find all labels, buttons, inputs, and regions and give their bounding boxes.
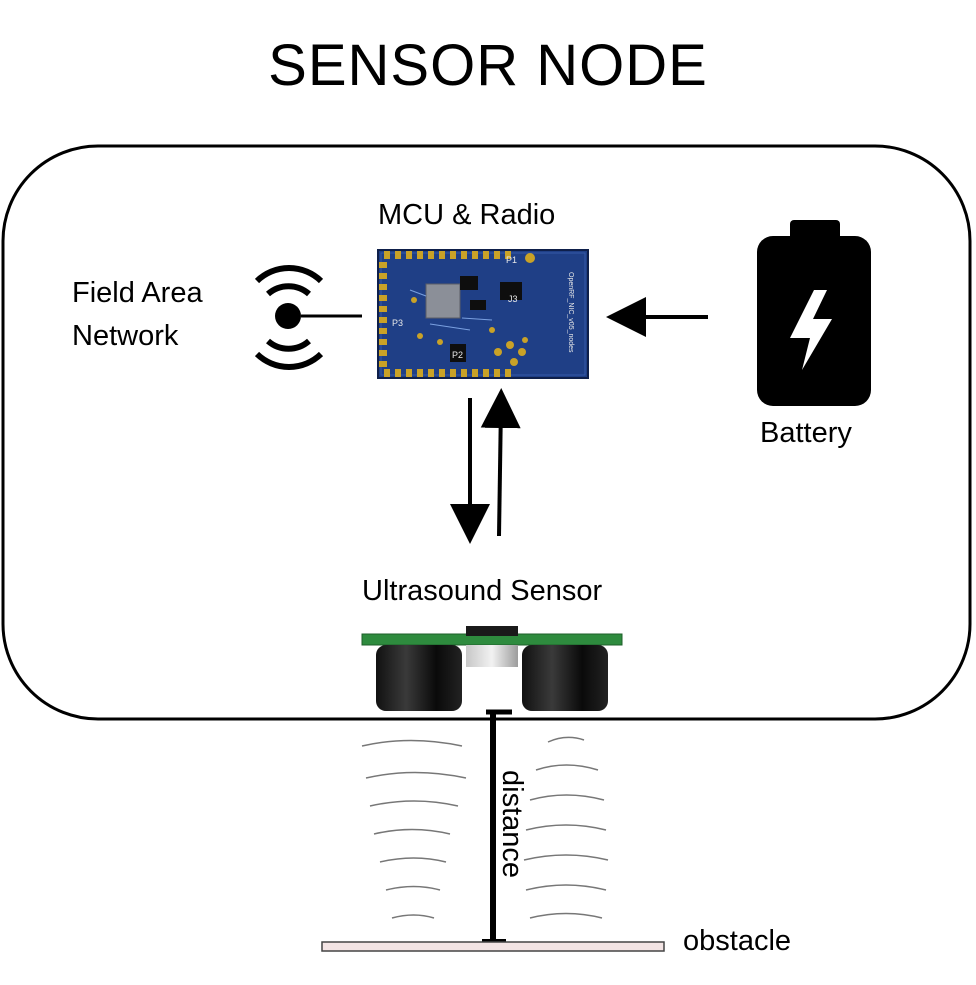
pcb-pad — [505, 251, 511, 259]
sensor-left-transducer — [376, 645, 462, 711]
battery-label: Battery — [760, 417, 852, 449]
pcb-pad — [384, 369, 390, 377]
pcb-pad — [379, 350, 387, 356]
pcb-pad — [379, 284, 387, 290]
silk-p1: P1 — [506, 255, 517, 265]
pcb-pad — [483, 251, 489, 259]
silk-p3: P3 — [392, 318, 403, 328]
ultrasound-sensor — [361, 626, 623, 711]
network-label-line2: Network — [72, 320, 179, 352]
sensor-right-transducer — [522, 645, 608, 711]
silk-model: OpenRF_NIC_v05_nodes — [567, 272, 574, 353]
mcu-radio-label: MCU & Radio — [378, 199, 556, 231]
pcb-pad — [379, 339, 387, 345]
pcb-pad — [395, 251, 401, 259]
pcb-pad — [379, 361, 387, 367]
pcb-pad — [417, 369, 423, 377]
pcb-pad — [461, 369, 467, 377]
pcb-pad — [384, 251, 390, 259]
pcb-pad — [450, 251, 456, 259]
pcb-pad — [379, 306, 387, 312]
pcb-pad — [417, 251, 423, 259]
diagram-title: SENSOR NODE — [268, 33, 708, 98]
pcb-pad — [428, 369, 434, 377]
pcb-pad — [450, 369, 456, 377]
network-label-line1: Field Area — [72, 277, 203, 309]
lightning-bolt-icon — [790, 290, 832, 370]
pcb-pad — [379, 295, 387, 301]
sound-waves-left — [361, 739, 467, 919]
obstacle-label: obstacle — [683, 925, 792, 957]
mcu-radio-board: P1 J3 P3 P2 OpenRF_NIC_v05_nodes — [377, 249, 589, 379]
pcb-pad — [494, 369, 500, 377]
pcb-pad — [439, 251, 445, 259]
sound-waves-right — [523, 736, 609, 919]
pcb-pad — [379, 328, 387, 334]
pcb-pad — [379, 317, 387, 323]
pcb-pad — [494, 251, 500, 259]
pcb-pad — [483, 369, 489, 377]
pcb-pad — [428, 251, 434, 259]
obstacle-plate — [321, 941, 665, 952]
pcb-pad — [439, 369, 445, 377]
pcb-pad — [472, 251, 478, 259]
pcb-pad — [379, 273, 387, 279]
pcb-pad — [379, 262, 387, 268]
wifi-signal-icon — [254, 265, 362, 370]
pcb-pad — [505, 369, 511, 377]
distance-label: distance — [496, 770, 528, 878]
battery-icon — [757, 220, 871, 406]
silk-p2: P2 — [452, 350, 463, 360]
silk-j3: J3 — [508, 294, 518, 304]
pcb-pad — [472, 369, 478, 377]
pcb-pad — [406, 251, 412, 259]
ultrasound-sensor-label: Ultrasound Sensor — [362, 575, 603, 607]
pcb-pad — [406, 369, 412, 377]
sensor-node-enclosure — [1, 144, 972, 721]
pcb-pad — [395, 369, 401, 377]
pcb-pad — [461, 251, 467, 259]
sensor-to-mcu-arrow — [480, 388, 521, 537]
